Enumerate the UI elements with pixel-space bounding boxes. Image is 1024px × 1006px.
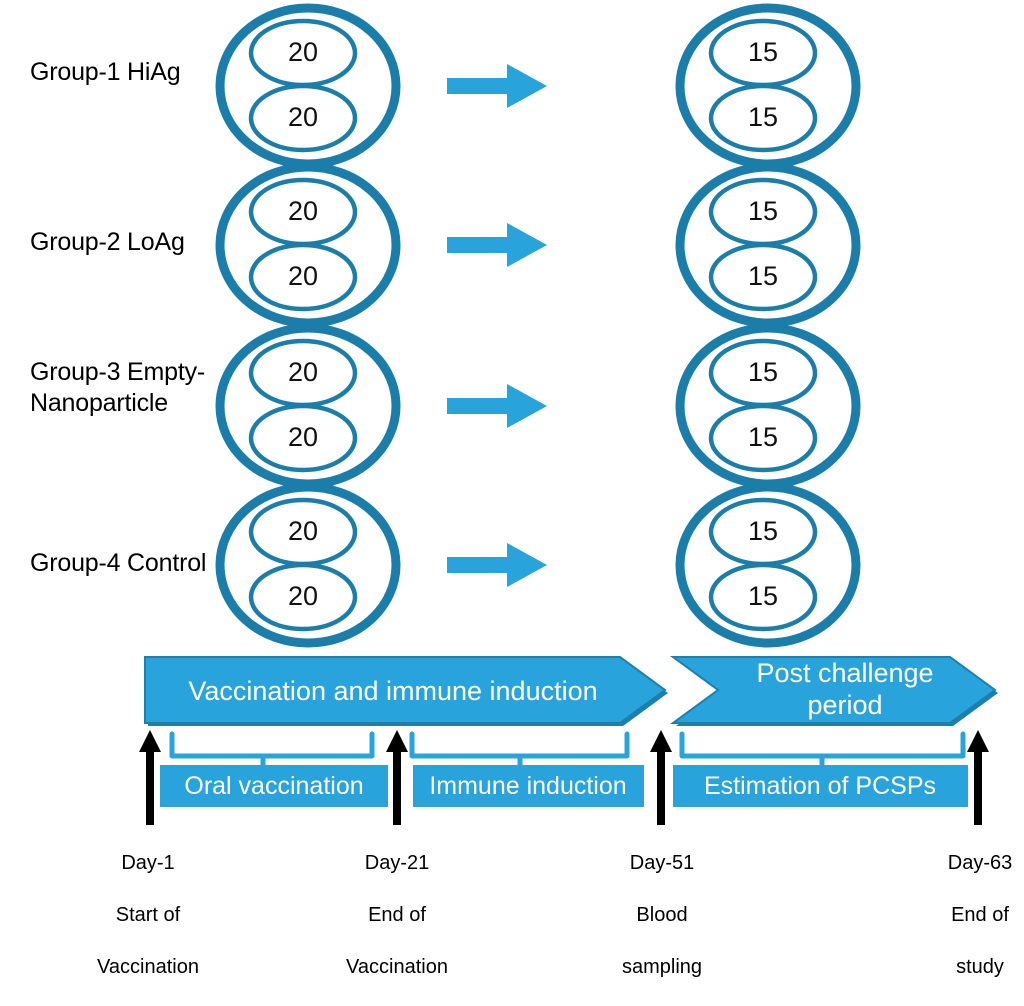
count-after-bottom: 15 [748,261,778,291]
cohort-before-2: 20 20 [215,162,401,328]
cohort-after-1: 15 15 [675,3,861,169]
inner-ellipse-bottom [708,403,818,473]
marker-arrow-day-51 [650,730,672,825]
bracket-estimation-pcsps [679,731,966,769]
group-label-2: Group-2 LoAg [30,228,185,256]
diagram-canvas: Group-1 HiAg Group-2 LoAg Group-3 Empty-… [30,3,1012,978]
group-row-1: 20 20 15 15 [215,3,861,169]
day-marker-4-day: Day-63 [947,852,1013,874]
group-label-3: Group-3 Empty- Nanoparticle [30,358,206,417]
day-marker-3-line2: Blood [636,904,688,926]
phase-banner-vaccination: Vaccination and immune induction [144,656,668,726]
day-marker-3-day: Day-51 [629,852,695,874]
day-marker-4-line3: study [956,956,1004,978]
cohort-after-2: 15 15 [675,162,861,328]
timeline-period-bars: Oral vaccination Immune induction Estima… [160,765,968,807]
phase-banner-label-2b: period [807,690,882,720]
inner-ellipse-bottom [248,242,358,312]
banner-shape [144,656,667,724]
day-marker-2: Day-21 End of Vaccination [327,824,467,1006]
inner-ellipse-bottom [708,562,818,632]
count-before-bottom: 20 [288,261,318,291]
group-row-3: 20 20 15 15 [215,323,861,489]
bracket-oral-vaccination [169,731,375,769]
marker-arrow-day-63 [967,730,989,825]
day-marker-4: Day-63 End of study [910,824,1024,1006]
count-before-top: 20 [288,196,318,226]
outer-circle [675,482,861,648]
outer-circle [675,162,861,328]
bracket-immune-induction [409,731,630,769]
inner-ellipse-bottom [708,242,818,312]
inner-ellipse-bottom [708,83,818,153]
count-after-bottom: 15 [748,422,778,452]
phase-banner-label-1: Vaccination and immune induction [188,676,597,706]
period-bar-label-3: Estimation of PCSPs [704,772,936,800]
group-row-4: 20 20 15 15 [215,482,861,648]
count-after-top: 15 [748,516,778,546]
count-after-top: 15 [748,37,778,67]
day-marker-1: Day-1 Start of Vaccination [78,824,218,1006]
inner-ellipse-bottom [248,403,358,473]
transition-arrow-2 [447,223,547,267]
timeline-brackets [169,731,966,769]
phase-banner-post-challenge: Post challenge period [669,656,998,726]
banner-shape [669,656,997,724]
count-before-top: 20 [288,357,318,387]
cohort-after-4: 15 15 [675,482,861,648]
transition-arrow-3 [447,384,547,428]
cohort-after-3: 15 15 [675,323,861,489]
group-row-2: 20 20 15 15 [215,162,861,328]
outer-circle [215,482,401,648]
cohort-before-3: 20 20 [215,323,401,489]
cohort-before-1: 20 20 [215,3,401,169]
day-marker-4-line2: End of [951,904,1009,926]
count-after-bottom: 15 [748,102,778,132]
day-marker-2-line2: End of [368,904,426,926]
day-marker-2-day: Day-21 [364,852,430,874]
day-marker-1-day: Day-1 [121,852,175,874]
marker-arrow-day-21 [386,730,408,825]
period-bar-immune-induction [413,765,644,807]
day-marker-1-line2: Start of [115,904,181,926]
day-marker-1-line3: Vaccination [97,956,199,978]
period-bar-label-1: Oral vaccination [184,772,363,800]
marker-arrow-day-1 [139,730,161,825]
count-before-bottom: 20 [288,422,318,452]
day-marker-3: Day-51 Blood sampling [592,824,732,1006]
period-bar-oral-vaccination [160,765,388,807]
group-label-4: Group-4 Control [30,549,207,577]
group-label-1: Group-1 HiAg [30,58,181,86]
timeline-phase-banners: Vaccination and immune induction Post ch… [144,656,998,726]
count-after-top: 15 [748,196,778,226]
phase-banner-label-2a: Post challenge [756,658,933,688]
count-before-bottom: 20 [288,581,318,611]
count-before-bottom: 20 [288,102,318,132]
transition-arrow-1 [447,64,547,108]
count-after-bottom: 15 [748,581,778,611]
count-before-top: 20 [288,37,318,67]
inner-ellipse-bottom [248,83,358,153]
transition-arrow-4 [447,543,547,587]
inner-ellipse-bottom [248,562,358,632]
day-marker-3-line3: sampling [621,956,703,978]
outer-circle [215,162,401,328]
diagram-svg: 20 20 15 15 20 20 [139,3,998,825]
count-before-top: 20 [288,516,318,546]
cohort-before-4: 20 20 [215,482,401,648]
count-after-top: 15 [748,357,778,387]
day-marker-2-line3: Vaccination [346,956,448,978]
period-bar-estimation-pcsps [673,765,968,807]
period-bar-label-2: Immune induction [429,772,626,800]
